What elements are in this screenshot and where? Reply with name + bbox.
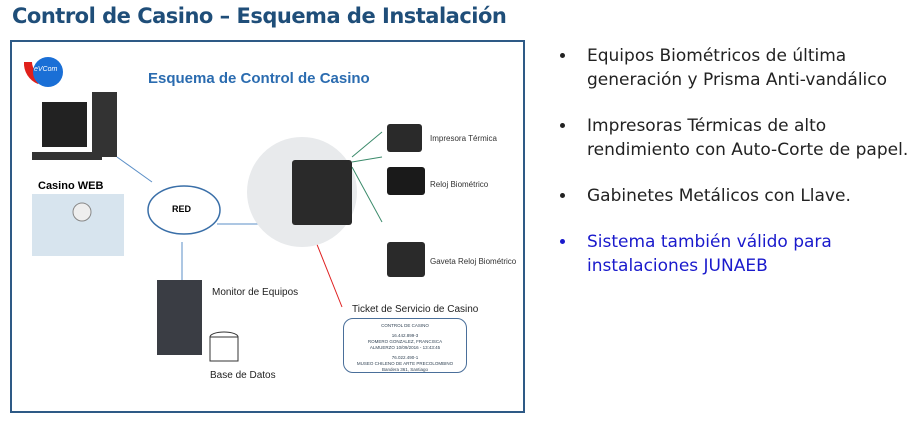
ticket-line: ROMERO GONZALEZ, FRANCISCA [367, 339, 443, 344]
gaveta-label: Gaveta Reloj Biométrico [430, 257, 517, 266]
bullet-item: Sistema también válido para instalacione… [577, 230, 915, 278]
ticket-line: 76.022.490-1 [391, 355, 419, 360]
gaveta-icon [387, 242, 425, 277]
red-label: RED [172, 204, 192, 214]
reloj-label: Reloj Biométrico [430, 180, 489, 189]
ticket-line: MUSEO CHILENO DE ARTE PRECOLOMBINO [356, 361, 454, 366]
casino-web-label: Casino WEB [38, 180, 104, 192]
clock-icon [72, 202, 92, 222]
logo-text: eVCom [34, 66, 58, 73]
feature-list: Equipos Biométricos de última generación… [555, 44, 915, 300]
ticket-line: Bandera 361, Santiago [381, 367, 429, 372]
biometric-reader [292, 160, 352, 225]
slide-title: Control de Casino – Esquema de Instalaci… [12, 4, 507, 28]
line-gaveta [351, 166, 383, 223]
red-cloud [147, 185, 221, 235]
server-icon [157, 280, 202, 355]
monitor-label: Monitor de Equipos [212, 287, 299, 298]
database-label: Base de Datos [210, 370, 276, 381]
bullet-item: Impresoras Térmicas de alto rendimiento … [577, 114, 915, 162]
database-icon [209, 336, 239, 362]
line-printer [351, 131, 383, 158]
pc-monitor [42, 102, 87, 147]
diagram-lines [23, 57, 425, 362]
diagram-heading: Esquema de Control de Casino [148, 70, 370, 87]
bullet-item: Equipos Biométricos de última generación… [577, 44, 915, 92]
ticket-line: CONTROL DE CASINO [381, 323, 429, 328]
arrow-pc-red [116, 156, 153, 183]
ticket-sample: CONTROL DE CASINO 16.442.899-3 ROMERO GO… [343, 318, 467, 373]
line-reloj [351, 156, 383, 163]
ticket-title: Ticket de Servicio de Casino [352, 304, 479, 315]
ticket-line: 16.442.899-3 [391, 333, 419, 338]
pc-tower [92, 92, 117, 157]
casino-web-image [32, 194, 124, 256]
pc-keyboard [32, 152, 102, 160]
bullet-item: Gabinetes Metálicos con Llave. [577, 184, 915, 208]
installation-diagram: eVCom Esquema de Control de Casino Casin… [10, 40, 525, 413]
logo-circle [33, 57, 63, 87]
printer-icon [387, 124, 422, 152]
reloj-icon [387, 167, 425, 195]
ticket-line: ALMUERZO 10/09/2016 - 13:43:45 [369, 345, 441, 350]
printer-label: Impresora Térmica [430, 134, 497, 143]
